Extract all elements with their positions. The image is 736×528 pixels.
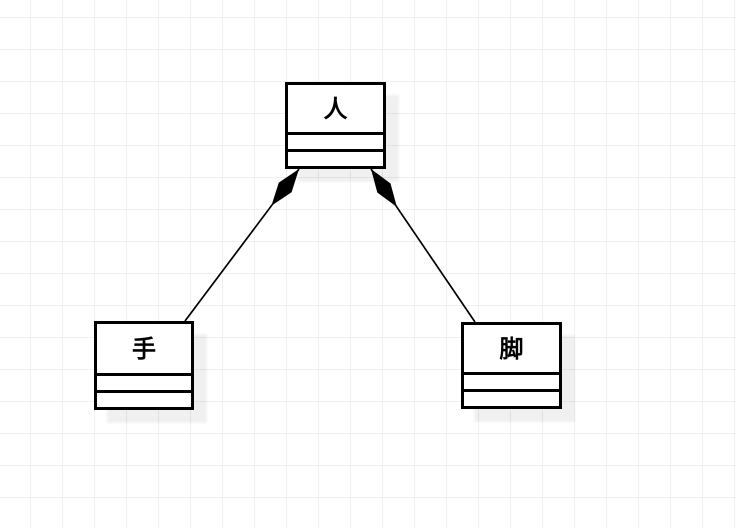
- attributes-compartment[interactable]: [97, 373, 191, 390]
- class-title: 脚: [499, 334, 524, 363]
- class-title: 手: [132, 334, 156, 363]
- class-title: 人: [323, 94, 348, 123]
- class-node-hand[interactable]: 手: [94, 321, 194, 410]
- attributes-compartment[interactable]: [464, 372, 559, 389]
- class-node-foot[interactable]: 脚: [461, 322, 562, 409]
- composition-diamond-icon: [271, 169, 299, 206]
- composition-edge[interactable]: [370, 168, 476, 323]
- methods-compartment[interactable]: [288, 149, 383, 166]
- methods-compartment[interactable]: [464, 389, 559, 406]
- composition-edge[interactable]: [184, 168, 300, 322]
- methods-compartment[interactable]: [97, 390, 191, 407]
- attributes-compartment[interactable]: [288, 132, 383, 149]
- composition-diamond-icon: [371, 169, 397, 207]
- class-node-person[interactable]: 人: [285, 82, 386, 169]
